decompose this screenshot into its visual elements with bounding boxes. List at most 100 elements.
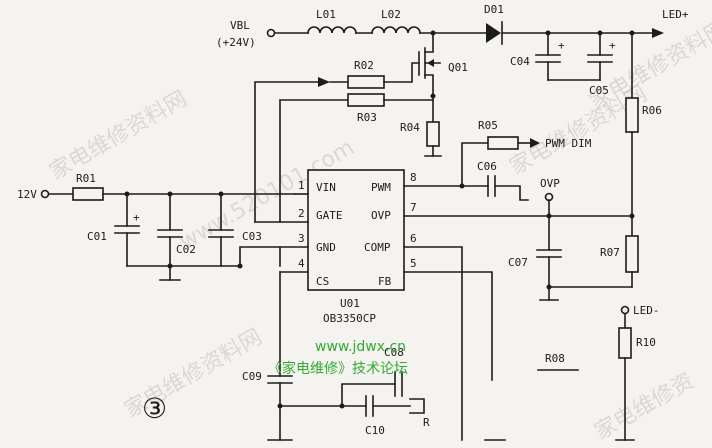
resistor-r07 xyxy=(625,235,639,273)
wire xyxy=(424,32,434,53)
pin-number: 4 xyxy=(298,257,305,270)
figure-number: ③ xyxy=(142,392,167,425)
junction-dot xyxy=(237,263,243,269)
diode-d01 xyxy=(486,23,501,43)
vbl-voltage-label: (+24V) xyxy=(216,36,256,49)
resistor-stub xyxy=(409,398,425,414)
pin-number: 8 xyxy=(410,171,417,184)
c04-label: C04 xyxy=(510,55,530,68)
forum-name: 《家电维修》技术论坛 xyxy=(268,360,408,377)
r07-label: R07 xyxy=(600,246,620,259)
pin-name: FB xyxy=(378,275,392,288)
c01-label: C01 xyxy=(87,230,107,243)
c10-label: C10 xyxy=(365,424,385,437)
r03-label: R03 xyxy=(357,111,377,124)
site-url: www.jdwx.cn xyxy=(315,339,406,355)
ob3350cp-label: OB3350CP xyxy=(323,312,376,325)
watermark-text: 家电维修资 xyxy=(591,369,699,446)
pin-number: 2 xyxy=(298,207,305,220)
bottom-network: C09 C08 C10 R xyxy=(242,271,430,441)
pwm-dim-network: R05 PWM DIM C06 OVP xyxy=(459,119,592,202)
pin-name: PWM xyxy=(371,181,391,194)
pin-name: OVP xyxy=(371,209,391,222)
input-terminal xyxy=(40,189,50,199)
pin-name: GATE xyxy=(316,209,343,222)
wire xyxy=(254,81,321,223)
inductor-l01 xyxy=(307,26,357,34)
watermark-text: 家电维修资料网 xyxy=(46,87,192,186)
r06-label: R06 xyxy=(642,104,662,117)
wire xyxy=(239,246,281,267)
pin-name: COMP xyxy=(364,241,391,254)
resistor-r10 xyxy=(618,327,632,359)
pin-lead xyxy=(403,246,463,441)
junction-dot xyxy=(546,284,552,290)
pin-number: 5 xyxy=(410,257,417,270)
ic-body xyxy=(307,169,405,291)
wire xyxy=(494,185,529,201)
inductor-l02 xyxy=(371,26,421,34)
wire xyxy=(383,62,420,83)
resistor-r04 xyxy=(426,121,440,147)
forum-overlay: www.jdwx.cn 《家电维修》技术论坛 xyxy=(268,339,408,377)
wire xyxy=(461,142,489,187)
wire xyxy=(424,74,434,97)
plus-sign: + xyxy=(609,39,616,52)
q01-label: Q01 xyxy=(448,61,468,74)
pin-number: 7 xyxy=(410,201,417,214)
pin-name: CS xyxy=(316,275,329,288)
led-minus-terminal xyxy=(620,305,630,315)
ovp-label: OVP xyxy=(540,177,560,190)
l01-label: L01 xyxy=(316,8,336,21)
pin-number: 3 xyxy=(298,232,305,245)
mosfet-q01: Q01 R04 xyxy=(400,32,468,157)
led-minus-label: LED- xyxy=(633,304,660,317)
r01-label: R01 xyxy=(76,172,96,185)
junction-dot xyxy=(629,213,635,219)
c02-label: C02 xyxy=(176,243,196,256)
resistor-r05 xyxy=(487,136,519,150)
r02-label: R02 xyxy=(354,59,374,72)
u01-label: U01 xyxy=(340,297,360,310)
arrow-icon xyxy=(530,138,540,148)
plus-sign: + xyxy=(133,211,140,224)
c08-label: C08 xyxy=(384,346,404,359)
c09-label: C09 xyxy=(242,370,262,383)
wire xyxy=(341,383,396,407)
v12-label: 12V xyxy=(17,188,37,201)
gate-network: R02 R03 xyxy=(254,59,434,223)
plus-sign: + xyxy=(558,39,565,52)
r04-label: R04 xyxy=(400,121,420,134)
pin-lead xyxy=(403,271,493,381)
pin-name: VIN xyxy=(316,181,336,194)
pin-name: GND xyxy=(316,241,336,254)
arrow-icon xyxy=(652,28,664,38)
top-rail: VBL (+24V) L01 L02 D01 LED+ + C04 + xyxy=(216,3,689,288)
ic-u01: 1 2 3 4 VIN GATE GND CS 8 7 6 5 PWM OVP … xyxy=(254,169,633,441)
resistor-r02 xyxy=(347,75,385,89)
l02-label: L02 xyxy=(381,8,401,21)
r05-label: R05 xyxy=(478,119,498,132)
r10-label: R10 xyxy=(636,336,656,349)
vbl-label: VBL xyxy=(230,19,250,32)
r-label: R xyxy=(423,416,430,429)
pin-number: 6 xyxy=(410,232,417,245)
led-plus-label: LED+ xyxy=(662,8,689,21)
pin-number: 1 xyxy=(298,179,305,192)
vbl-terminal xyxy=(266,28,276,38)
c05-label: C05 xyxy=(589,84,609,97)
d01-label: D01 xyxy=(484,3,504,16)
resistor-r01 xyxy=(72,187,104,201)
pwm-dim-label: PWM DIM xyxy=(545,137,592,150)
arrow-icon xyxy=(427,59,434,67)
input-network: 12V R01 + C01 C02 C03 xyxy=(17,172,296,281)
c07-label: C07 xyxy=(508,256,528,269)
led-minus-network: LED- R10 R08 xyxy=(484,304,660,441)
wire xyxy=(279,99,349,223)
c06-label: C06 xyxy=(477,160,497,173)
junction-dot xyxy=(167,263,173,269)
r08-label: R08 xyxy=(545,352,565,365)
resistor-r03 xyxy=(347,93,385,107)
c03-label: C03 xyxy=(242,230,262,243)
